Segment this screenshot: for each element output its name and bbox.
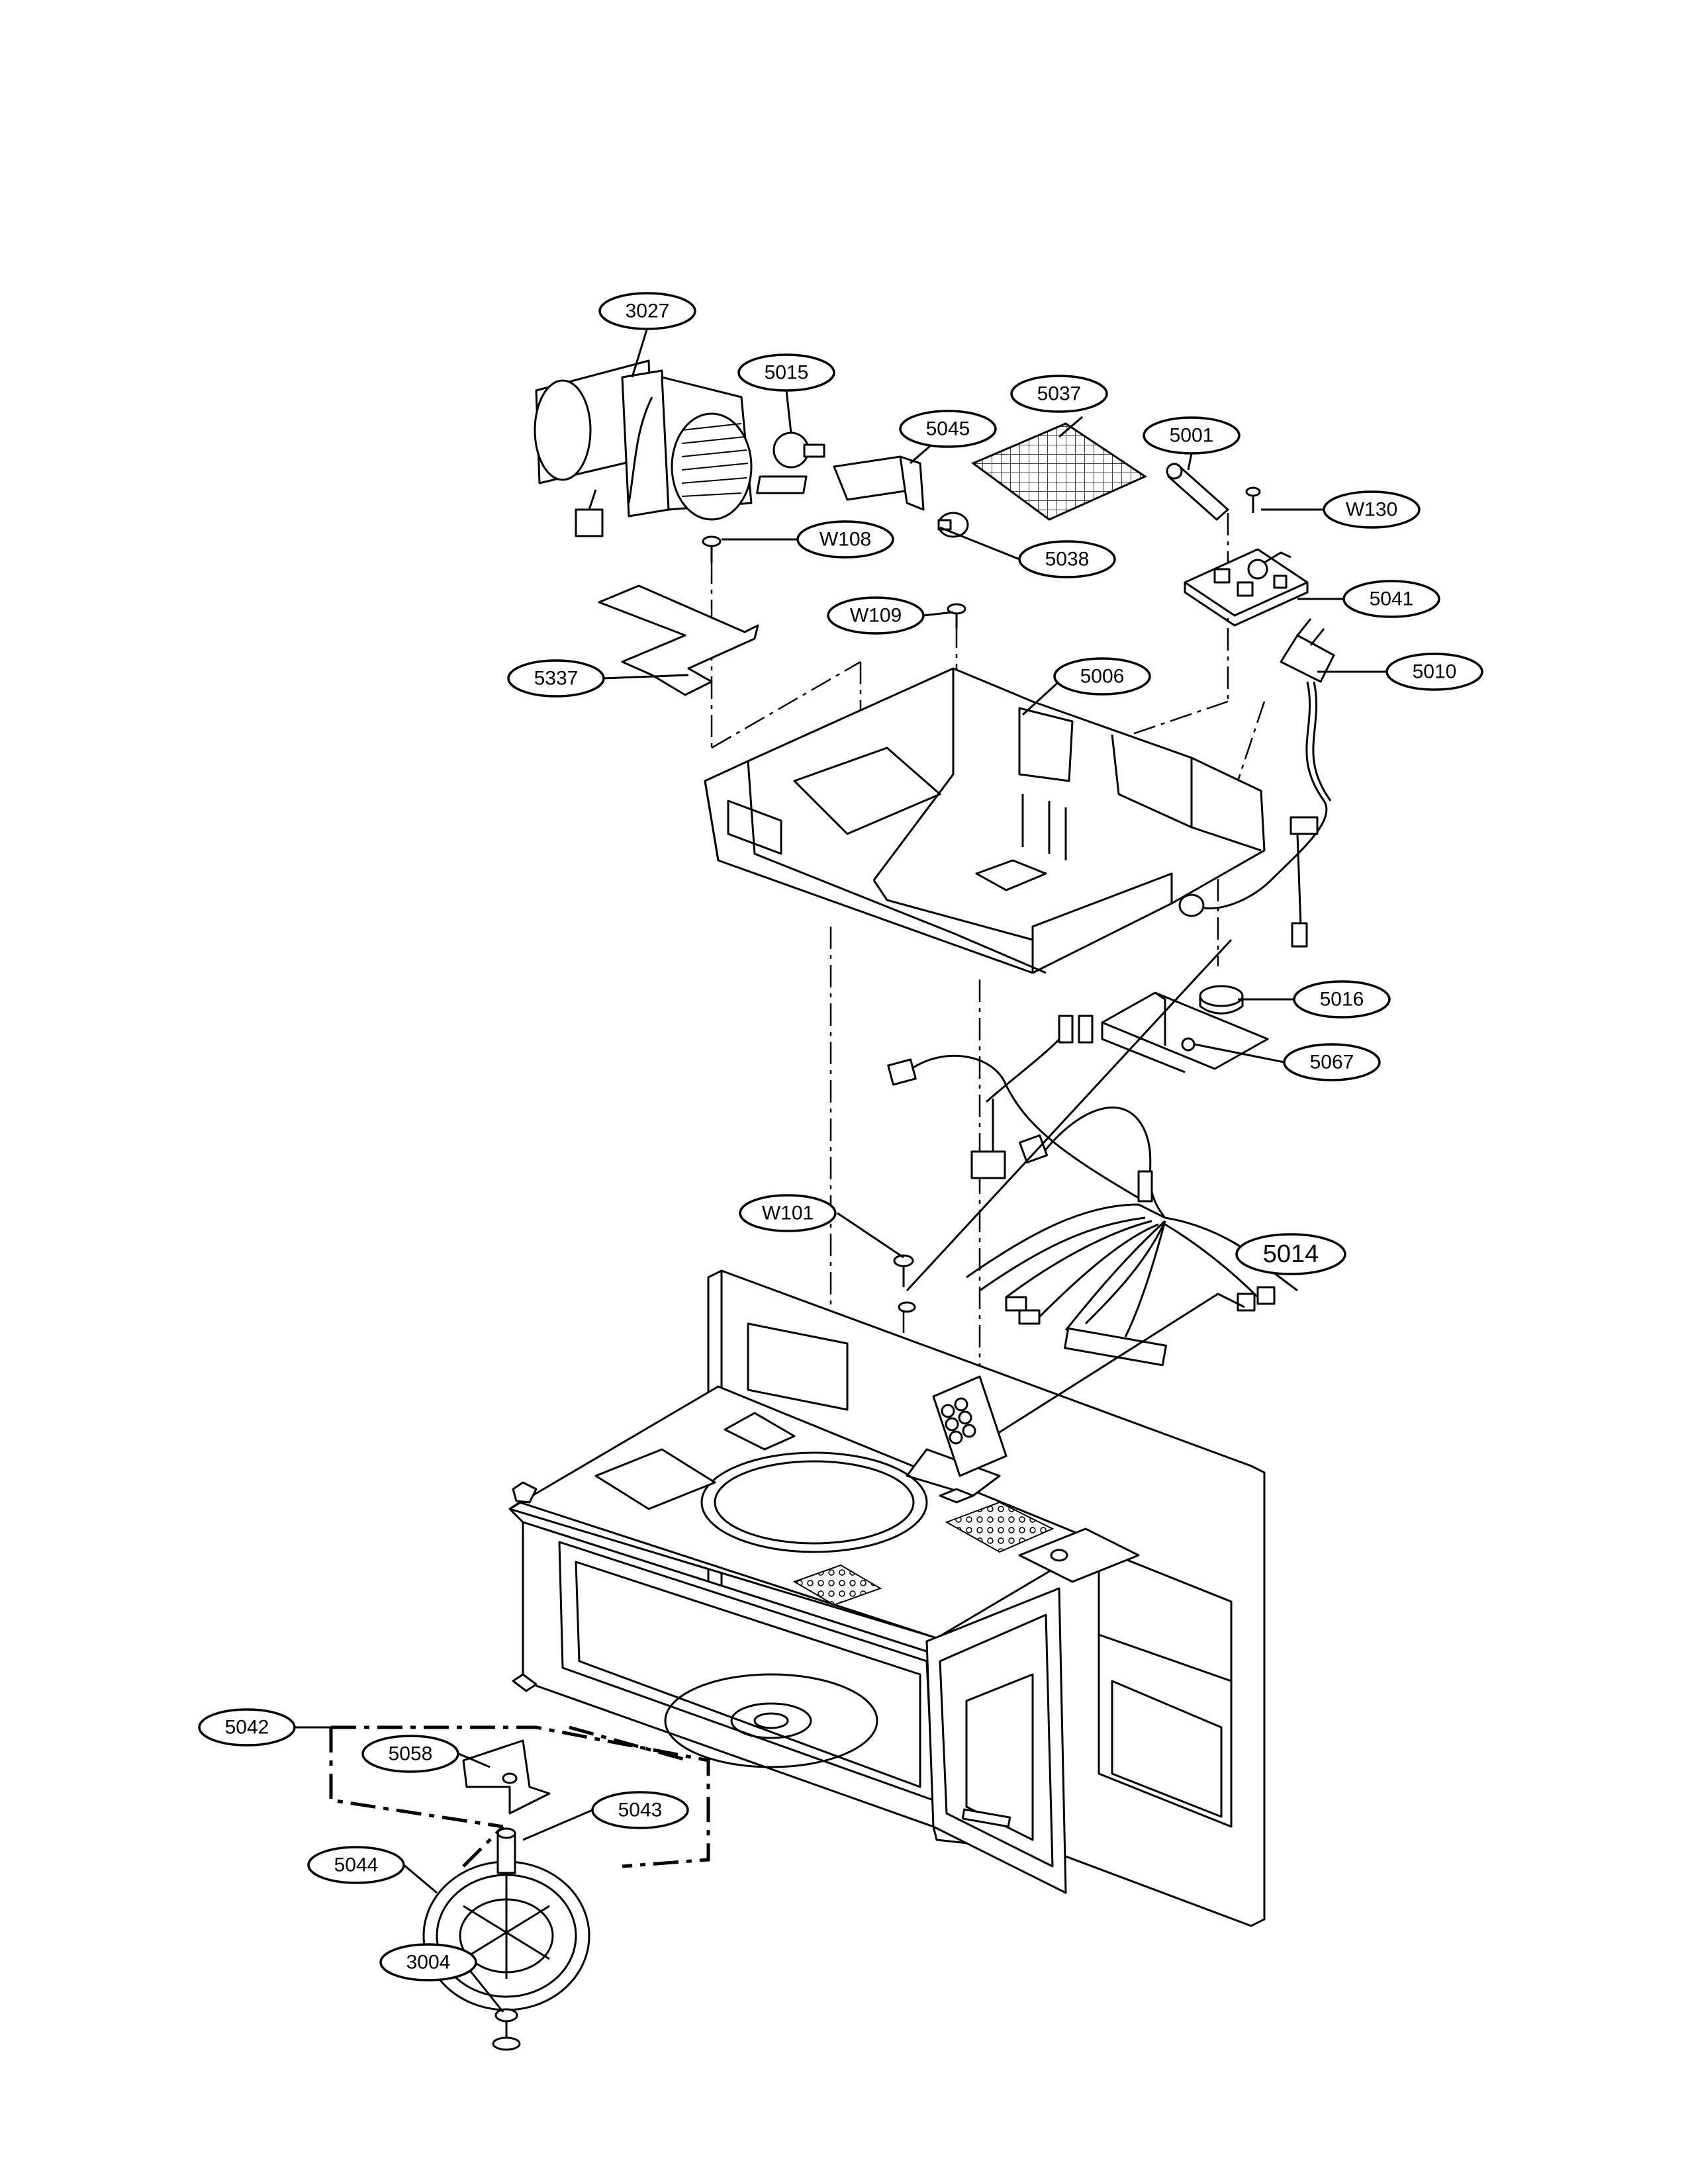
callout-label: 5015 — [765, 362, 809, 384]
callout-5006: 5006 — [1053, 657, 1151, 696]
callout-3027: 3027 — [598, 292, 696, 330]
callout-label: W130 — [1346, 499, 1397, 521]
callout-label: 5045 — [926, 418, 970, 440]
noise-filter-board — [1184, 548, 1309, 627]
callout-5337: 5337 — [507, 659, 605, 698]
callout-label: 5058 — [389, 1743, 433, 1765]
callout-5058: 5058 — [361, 1735, 459, 1773]
screw-w108 — [702, 535, 722, 563]
screw-w130 — [1245, 486, 1261, 513]
callout-label: 5337 — [534, 668, 579, 690]
wire-harness — [887, 938, 1298, 1367]
callout-label: 5041 — [1370, 588, 1414, 610]
callout-5001: 5001 — [1143, 416, 1241, 455]
callout-W109: W109 — [827, 596, 925, 635]
callout-5044: 5044 — [307, 1846, 405, 1884]
callout-label: 5038 — [1045, 549, 1090, 570]
callout-W108: W108 — [796, 520, 894, 559]
power-cord — [1178, 618, 1335, 948]
callout-5037: 5037 — [1010, 375, 1108, 413]
callout-label: 5042 — [225, 1717, 269, 1739]
callout-5067: 5067 — [1283, 1043, 1381, 1081]
callout-5014: 5014 — [1235, 1233, 1346, 1275]
callout-label: 5037 — [1037, 383, 1082, 405]
callout-label: W108 — [820, 529, 871, 551]
blower-fan-assembly — [534, 359, 753, 537]
oven-cavity-chassis — [508, 1269, 1266, 1927]
charcoal-filter — [971, 422, 1148, 521]
callout-label: 5043 — [618, 1799, 663, 1821]
callout-5043: 5043 — [591, 1791, 689, 1829]
callout-5042: 5042 — [198, 1708, 296, 1747]
callout-5041: 5041 — [1342, 580, 1440, 618]
callout-label: 3004 — [406, 1952, 451, 1974]
callout-W130: W130 — [1323, 490, 1421, 529]
screw-w109 — [947, 603, 966, 629]
callout-label: 5067 — [1310, 1052, 1354, 1073]
callout-label: W101 — [762, 1203, 814, 1224]
callout-5016: 5016 — [1293, 980, 1391, 1019]
callout-label: 5044 — [334, 1854, 379, 1876]
callout-5015: 5015 — [737, 353, 835, 392]
turntable-motor-group — [329, 1725, 710, 2051]
callout-label: 3027 — [626, 300, 670, 322]
callout-label: W109 — [850, 605, 902, 627]
callout-label: 5001 — [1170, 425, 1214, 447]
callout-label: 5010 — [1413, 661, 1457, 683]
callout-label: 5006 — [1080, 666, 1125, 688]
screw-w101 — [893, 1254, 916, 1313]
lamp-socket-bracket — [756, 455, 925, 511]
base-tray — [704, 667, 1266, 974]
lamp-bulb — [773, 432, 825, 469]
callout-5038: 5038 — [1018, 540, 1116, 578]
insulation-sheet — [598, 584, 759, 696]
callout-5045: 5045 — [899, 410, 997, 448]
fuse — [1166, 463, 1229, 521]
callout-W101: W101 — [739, 1194, 837, 1232]
callout-label: 5014 — [1263, 1240, 1319, 1268]
callout-label: 5016 — [1320, 989, 1364, 1011]
callout-5010: 5010 — [1385, 653, 1483, 691]
callout-3004: 3004 — [379, 1943, 477, 1981]
